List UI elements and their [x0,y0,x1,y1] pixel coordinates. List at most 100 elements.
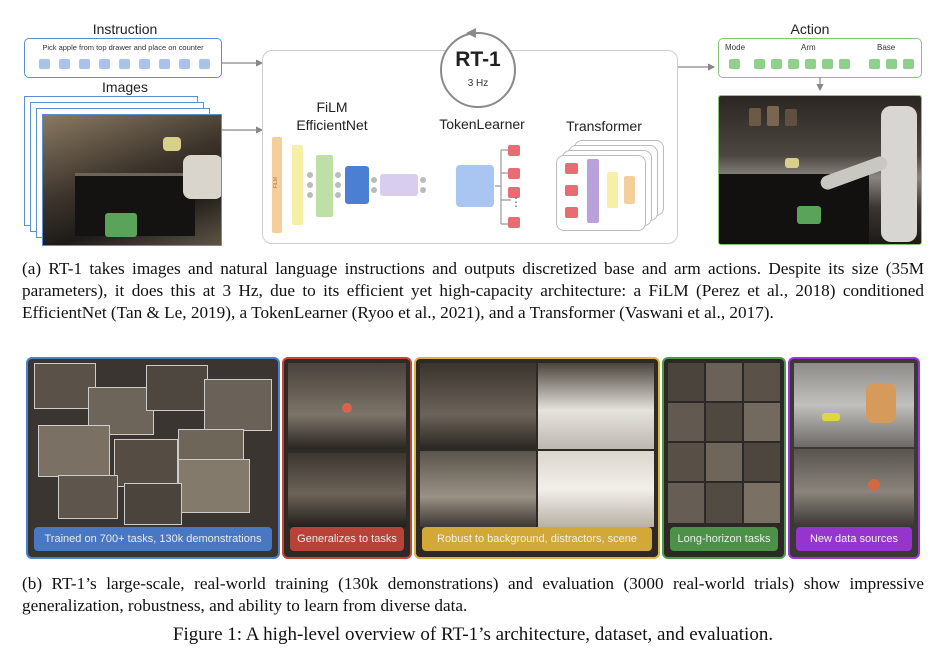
frame-thumbnail [706,443,742,481]
scene-photo [538,363,654,449]
action-title: Action [790,21,830,37]
task-photo [288,363,406,449]
frame-thumbnail [744,483,780,523]
instruction-title: Instruction [92,21,158,37]
film-label: FiLM EfficientNet [282,98,382,134]
input-arrows [222,59,264,134]
transformer-layer [556,155,646,231]
action-token [729,59,740,69]
thumbnail [178,459,250,513]
instruction-token [199,59,210,69]
frame-thumbnail [706,403,742,441]
output-arrow [678,63,716,71]
panel-badge: Long-horizon tasks [670,527,778,551]
thumbnail [114,439,178,487]
robot-body-shape [881,106,917,242]
instruction-text: Pick apple from top drawer and place on … [42,43,204,52]
panel-badge: Trained on 700+ tasks, 130k demonstratio… [34,527,272,551]
efficientnet-layer [380,174,418,196]
frame-thumbnail [668,483,704,523]
tokenlearner-block [456,165,494,207]
instruction-token [39,59,50,69]
film-label-line1: FiLM [316,99,348,115]
transformer-label: Transformer [566,118,642,134]
apple-shape [868,479,880,491]
instruction-token [119,59,130,69]
sponge-shape [785,158,799,168]
instruction-token [179,59,190,69]
instruction-box: Pick apple from top drawer and place on … [24,38,222,78]
sponge-shape [163,137,181,151]
thumbnail [146,365,208,411]
instruction-token [59,59,70,69]
task-photo [288,453,406,527]
transformer-token [565,185,578,196]
efficientnet-layer [345,166,369,204]
action-token [869,59,880,69]
panel-robust: Robust to background, distractors, scene [414,357,660,559]
robot-photo [718,95,922,245]
efficientnet-layer [292,145,303,225]
transformer-block [587,159,599,223]
scene-photo [420,363,536,449]
frame-thumbnail [668,443,704,481]
frame-thumbnail [706,363,742,401]
robot-arm-shape [183,155,221,199]
panel-badge: Generalizes to tasks [290,527,404,551]
jar-shape [767,106,779,126]
rt1-loop-circle [440,28,516,108]
thumbnail [204,379,272,431]
transformer-token [565,207,578,218]
instruction-token [99,59,110,69]
panel-training: Trained on 700+ tasks, 130k demonstratio… [26,357,280,559]
panel-generalizes: Generalizes to tasks [282,357,412,559]
caption-a: (a) RT-1 takes images and natural langua… [22,259,924,322]
action-arrow [816,77,824,92]
action-token [886,59,897,69]
connector-dots [307,172,426,198]
chips-bag-shape [797,206,821,224]
thumbnail [34,363,96,409]
action-token [805,59,816,69]
apple-shape [342,403,352,413]
panel-badge: Robust to background, distractors, scene [422,527,652,551]
thumbnail [38,425,110,477]
figure-caption: Figure 1: A high-level overview of RT-1’… [172,624,774,645]
tokenlearner-label: TokenLearner [439,116,525,132]
scene-photo [538,451,654,527]
action-token [822,59,833,69]
instruction-token [139,59,150,69]
robot-arm-shape [866,383,896,423]
action-box: Mode Arm Base [718,38,922,78]
frame-thumbnail [668,403,704,441]
panel-badge: New data sources [796,527,912,551]
action-arm-label: Arm [801,43,816,52]
tokenlearner-bracket [495,149,511,225]
counter-shape [719,174,869,244]
instruction-token [159,59,170,69]
action-token [771,59,782,69]
film-bar: FiLM [272,137,282,233]
thumbnail [124,483,182,525]
model-name: RT-1 [455,48,501,71]
action-token [788,59,799,69]
jar-shape [785,109,797,126]
action-token [754,59,765,69]
transformer-token [565,163,578,174]
frame-thumbnail [744,363,780,401]
instruction-token [79,59,90,69]
real-photo [794,449,914,527]
frame-thumbnail [706,483,742,523]
token [508,168,520,179]
transformer-block [624,176,635,204]
action-base-label: Base [877,43,896,52]
frame-thumbnail [744,443,780,481]
model-rate: 3 Hz [467,78,489,89]
action-token [839,59,850,69]
chips-bag-shape [105,213,137,237]
images-title: Images [102,79,148,95]
efficientnet-layer [316,155,333,217]
frame-thumbnail [668,363,704,401]
token [508,145,520,156]
thumbnail [58,475,118,519]
